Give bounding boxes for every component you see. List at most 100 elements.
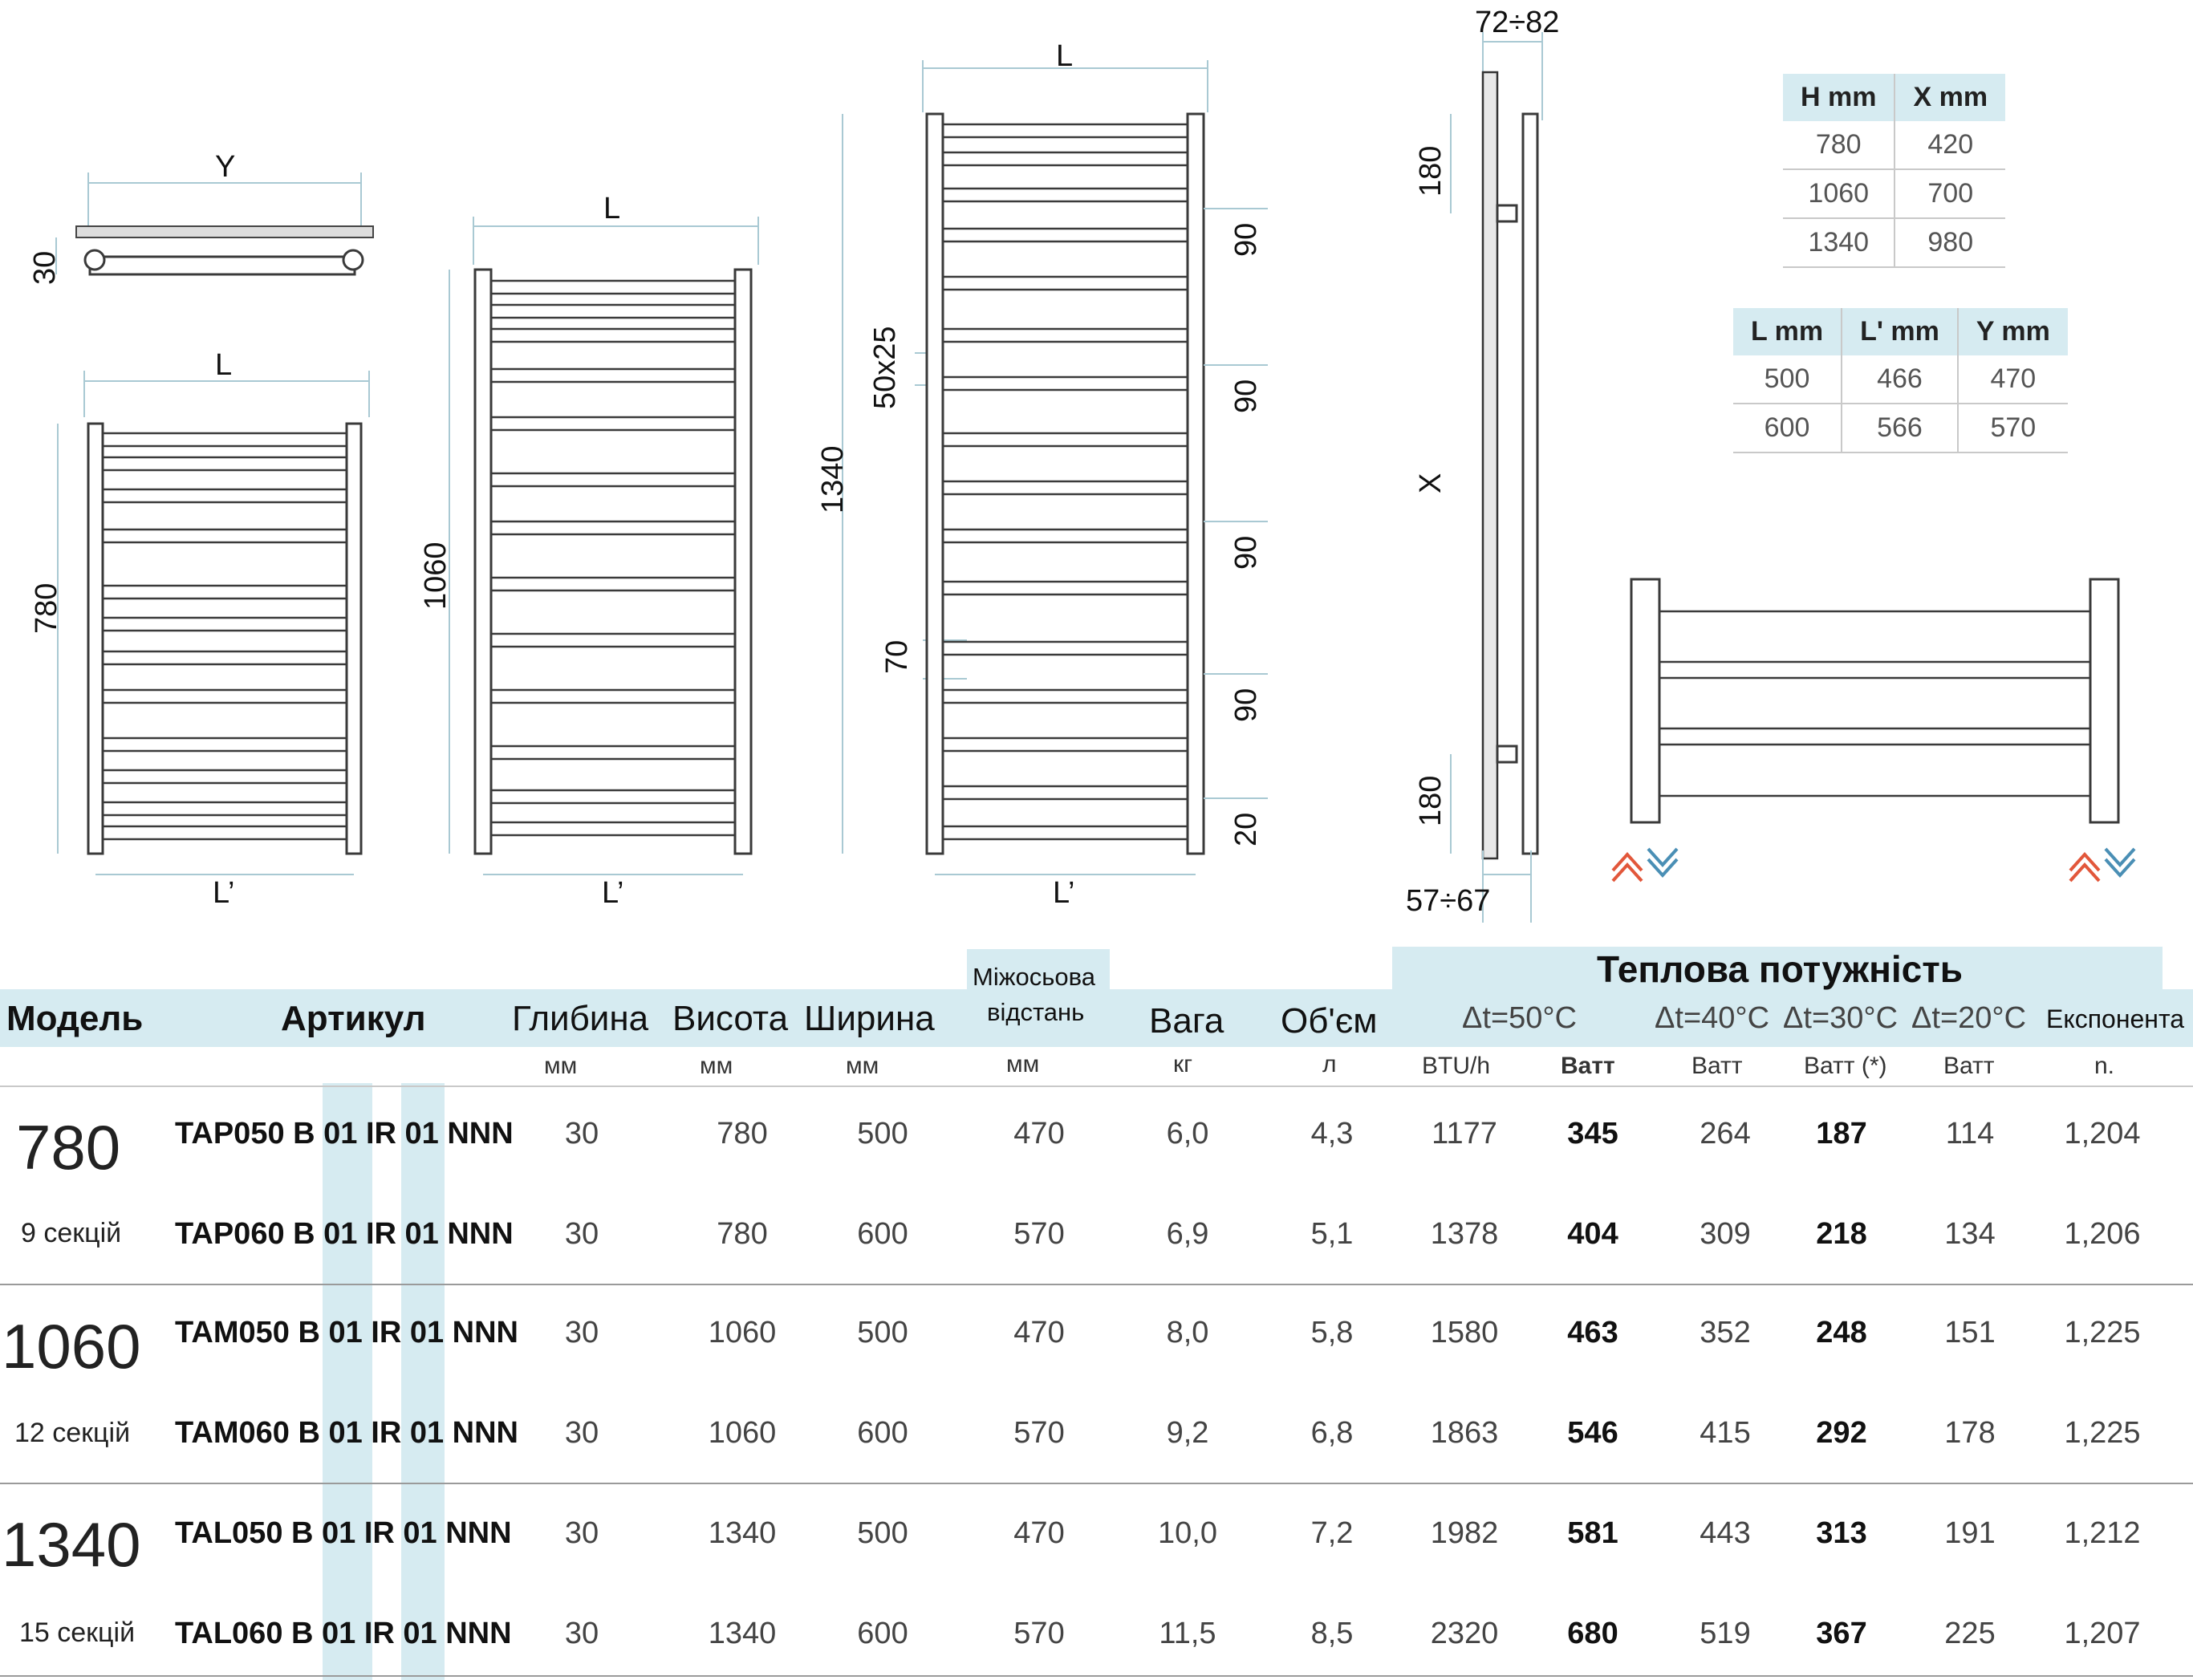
cell-height: 780: [717, 1117, 768, 1150]
cell-height: 1060: [708, 1416, 777, 1450]
cell-width: 600: [857, 1617, 908, 1650]
header-volume: Об'єм: [1281, 1001, 1378, 1041]
unit-watt20: Ватт: [1943, 1053, 1995, 1079]
cell-depth: 30: [564, 1316, 599, 1349]
header-width: Ширина: [804, 999, 935, 1038]
cell-btu: 1580: [1430, 1316, 1499, 1349]
side-view-bottom-label: 57÷67: [1406, 884, 1490, 918]
cell-w20: 134: [1944, 1217, 1996, 1251]
cell-w30: 218: [1816, 1217, 1867, 1251]
cell-volume: 5,8: [1310, 1316, 1354, 1349]
cell-btu: 1863: [1430, 1416, 1499, 1450]
cell-n: 1,225: [2064, 1316, 2141, 1349]
unit-btu: BTU/h: [1422, 1053, 1491, 1079]
side-view-upper-label: 180: [1414, 146, 1448, 197]
header-exponent: Експонента: [2046, 1004, 2185, 1033]
side-view-mid-label: X: [1414, 473, 1448, 493]
cell-w50: 345: [1567, 1117, 1618, 1150]
cell-weight: 6,9: [1166, 1217, 1209, 1251]
cell-depth: 30: [564, 1117, 599, 1150]
cell-w20: 114: [1945, 1117, 1995, 1150]
article-code: TAP060 B 01 IR 01 NNN: [175, 1217, 514, 1251]
table-cell: 1340: [1783, 218, 1895, 268]
flow-in-out-icon: [1611, 847, 1679, 883]
code-highlight-stripe: [323, 1083, 372, 1680]
cell-height: 1340: [708, 1516, 777, 1550]
ly-header-lprime: L' mm: [1841, 308, 1958, 355]
axis-header-band: [967, 949, 1110, 1047]
cell-w40: 519: [1700, 1617, 1751, 1650]
unit-watt50: Ватт: [1561, 1053, 1615, 1079]
cell-volume: 5,1: [1310, 1217, 1354, 1251]
cell-depth: 30: [564, 1217, 599, 1251]
cell-width: 600: [857, 1416, 908, 1450]
spacing-label: 90: [1229, 688, 1263, 722]
unit-watt40: Ватт: [1691, 1053, 1743, 1079]
header-dt50: Δt=50°C: [1462, 1001, 1578, 1035]
cell-weight: 8,0: [1166, 1316, 1209, 1349]
header-weight: Вага: [1149, 1001, 1224, 1041]
ly-header-y: Y mm: [1956, 308, 2068, 355]
header-depth: Глибина: [512, 999, 649, 1038]
front-small-width-label: L: [215, 348, 232, 382]
cell-n: 1,225: [2064, 1416, 2141, 1450]
hx-header-x: X mm: [1894, 74, 2006, 121]
cell-w50: 463: [1567, 1316, 1618, 1349]
side-view-lower-label: 180: [1414, 776, 1448, 826]
cell-height: 1060: [708, 1316, 777, 1349]
spacing-label: 90: [1229, 536, 1263, 570]
unit-volume: л: [1322, 1051, 1337, 1077]
unit-watt30: Ватт (*): [1804, 1053, 1887, 1079]
model-label: 780: [16, 1112, 121, 1183]
cell-height: 1340: [708, 1617, 777, 1650]
cell-w50: 581: [1567, 1516, 1618, 1550]
cell-axis: 570: [1013, 1416, 1065, 1450]
header-model: Модель: [6, 999, 144, 1038]
cell-w20: 225: [1944, 1617, 1996, 1650]
cell-n: 1,212: [2064, 1516, 2141, 1550]
table-cell: 466: [1841, 355, 1958, 404]
cell-w30: 367: [1816, 1617, 1867, 1650]
article-code: TAL050 B 01 IR 01 NNN: [175, 1516, 512, 1550]
divider: [0, 1483, 2193, 1484]
cell-axis: 570: [1013, 1217, 1065, 1251]
model-label: 1060: [2, 1311, 141, 1382]
spacing-label: 20: [1229, 813, 1263, 846]
divider: [0, 1675, 2193, 1677]
table-cell: 500: [1733, 355, 1842, 404]
spacing-label: 90: [1229, 223, 1263, 257]
front-small-bottom-label: L’: [213, 876, 234, 910]
cell-height: 780: [717, 1217, 768, 1251]
unit-width: мм: [846, 1053, 879, 1079]
article-code: TAM060 B 01 IR 01 NNN: [175, 1416, 518, 1450]
table-cell: 570: [1956, 404, 2068, 453]
cell-volume: 8,5: [1310, 1617, 1354, 1650]
header-axis-top: Міжосьова: [973, 963, 1095, 991]
header-article: Артикул: [281, 999, 426, 1038]
cell-btu: 1177: [1432, 1117, 1497, 1150]
front-medium-drawing: L 1060 L’: [419, 192, 759, 910]
cell-btu: 1378: [1430, 1217, 1499, 1251]
cell-axis: 570: [1013, 1617, 1065, 1650]
cell-w40: 352: [1700, 1316, 1751, 1349]
front-large-gap-label: 70: [880, 640, 914, 674]
front-large-bottom-label: L’: [1053, 876, 1074, 910]
table-cell: 420: [1894, 121, 2006, 170]
cell-n: 1,206: [2064, 1217, 2141, 1251]
side-view-drawing: 72÷82 180 X 180 57÷67: [1406, 6, 1559, 923]
unit-exponent: n.: [2094, 1053, 2115, 1079]
header-height: Висота: [672, 999, 789, 1038]
front-large-height-label: 1340: [816, 445, 850, 513]
cell-width: 500: [857, 1316, 908, 1349]
front-large-width-label: L: [1056, 39, 1073, 73]
heat-output-title: Теплова потужність: [1597, 948, 1964, 990]
cell-w50: 680: [1567, 1617, 1618, 1650]
cell-btu: 1982: [1430, 1516, 1499, 1550]
cell-w20: 191: [1944, 1516, 1996, 1550]
header-dt20: Δt=20°C: [1911, 1001, 2027, 1035]
